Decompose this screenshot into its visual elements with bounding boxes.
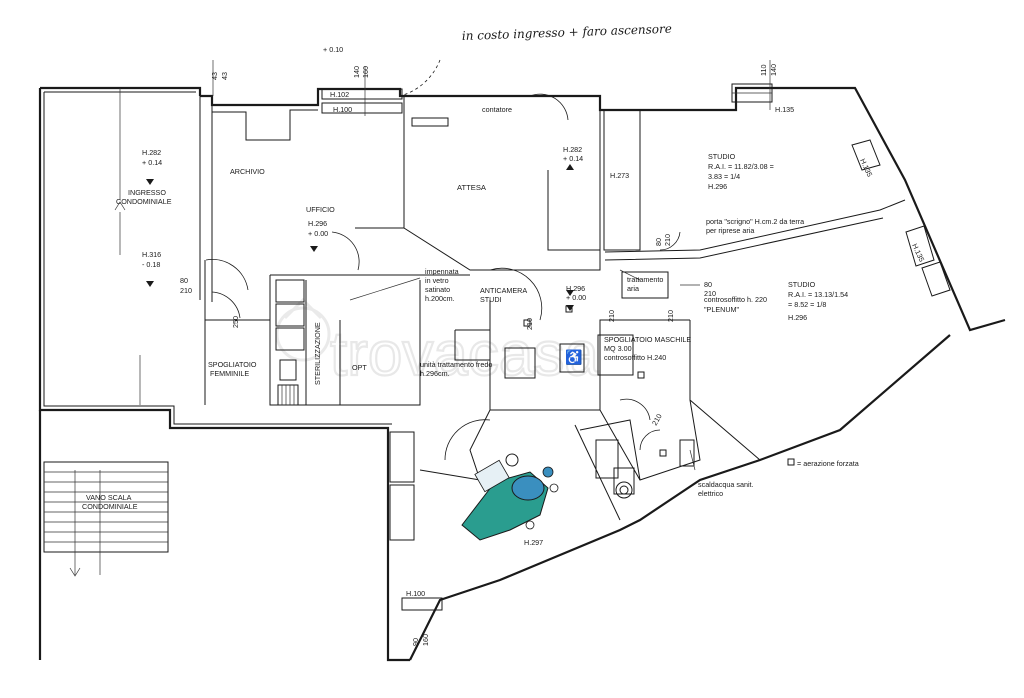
anticamera-name-2: STUDI [480, 295, 502, 304]
studio1-ratio: 3.83 = 1/4 [708, 172, 740, 181]
vano-scala-1: VANO SCALA [86, 493, 132, 502]
h273-label: H.273 [610, 171, 629, 180]
impennata-3: satinato [425, 285, 450, 294]
impennata-1: impennata [425, 267, 459, 276]
door-210-c: 210 [666, 310, 675, 322]
doors [205, 59, 681, 461]
anticamera-name-1: ANTICAMERA [480, 286, 527, 295]
dim-140: 140 [352, 66, 361, 78]
plenum-2: "PLENUM" [704, 305, 740, 314]
scaldacqua-1: scaldacqua sanit. [698, 480, 754, 489]
window-height-right-diag2: H.135 [910, 242, 926, 263]
dim-43a: 43 [210, 72, 219, 80]
ventilation-markers [146, 164, 795, 466]
studio-chair-height: H.297 [524, 538, 543, 547]
watermark: trovacasa [275, 297, 600, 390]
ufficio-height: H.296 [308, 219, 327, 228]
studio1-rai: R.A.I. = 11.82/3.08 = [708, 162, 774, 171]
dimension-lines [139, 60, 771, 471]
door-80-210-right-a: 80 [704, 280, 712, 289]
dim-160b: 160 [421, 634, 430, 646]
anticamera-level: + 0.00 [566, 293, 586, 302]
stair [43, 88, 169, 577]
studio2-name: STUDIO [788, 280, 816, 289]
door-80-210-mid-b: 210 [663, 234, 672, 246]
vano-scala-2: CONDOMINIALE [82, 502, 138, 511]
door-80-210-left-a: 80 [180, 276, 188, 285]
trattamento-1: trattamento [627, 275, 663, 284]
dental-chair [461, 453, 559, 541]
anticamera-height: H.296 [566, 284, 585, 293]
porta-scrigno-2: per riprese aria [706, 226, 754, 235]
ingresso-name-1: INGRESSO [128, 188, 166, 197]
handwritten-note: in costo ingresso + faro ascensore [462, 22, 672, 43]
archivio-name: ARCHIVIO [230, 167, 265, 176]
porta-scrigno-1: porta "scrigno" H.cm.2 da terra [706, 217, 804, 226]
ufficio-level: + 0.00 [308, 229, 328, 238]
spogliatoio-f-name-1: SPOGLIATOIO [208, 360, 257, 369]
studio2-height: H.296 [788, 313, 807, 322]
opt-name: OPT [352, 363, 367, 372]
svg-text:♿: ♿ [565, 349, 582, 366]
studio2-rai: R.A.I. = 13.13/1.54 [788, 290, 848, 299]
door-250: 250 [231, 316, 240, 328]
dim-43b: 43 [220, 72, 229, 80]
spogliatoio-m-name: SPOGLIATOIO MASCHILE [604, 335, 691, 344]
window-height-bottom: H.100 [406, 589, 425, 598]
plenum-1: controsoffitto h. 220 [704, 295, 767, 304]
studio1-height: H.296 [708, 182, 727, 191]
ingresso-lower-level: - 0.18 [142, 260, 160, 269]
partitions [204, 96, 906, 521]
attesa-level: + 0.14 [563, 154, 583, 163]
attesa-name: ATTESA [457, 183, 487, 192]
contatore-label: contatore [482, 105, 512, 114]
level-top: + 0.10 [323, 45, 343, 54]
watermark-text: trovacasa [330, 320, 599, 389]
legend-aerazione: = aerazione forzata [797, 459, 859, 468]
door-210-b: 210 [607, 310, 616, 322]
window-height-top-left: H.102 [330, 90, 349, 99]
door-80-210-right-b: 210 [704, 289, 716, 298]
spogliatoio-m-mq: MQ 3.00 [604, 344, 632, 353]
door-210-a: 210 [525, 318, 534, 330]
outer-walls [38, 86, 1006, 662]
dim-140b: 140 [769, 64, 778, 76]
ingresso-name-2: CONDOMINIALE [116, 197, 172, 206]
unita-1: unità trattamento fredo [420, 360, 492, 369]
window-height-top-left2: H.100 [333, 105, 352, 114]
spogliatoio-f-name-2: FEMMINILE [210, 369, 249, 378]
impennata-2: in vetro [425, 276, 449, 285]
unita-2: h.296cm. [420, 369, 450, 378]
spogliatoio-m-contro: controsoffitto H.240 [604, 353, 666, 362]
window-height-top-right: H.135 [775, 105, 794, 114]
ingresso-lower-height: H.316 [142, 250, 161, 259]
studio2-ratio: = 8.52 = 1/8 [788, 300, 826, 309]
dim-160: 160 [361, 66, 370, 78]
attesa-height: H.282 [563, 145, 582, 154]
dim-110: 110 [759, 65, 768, 76]
scaldacqua-2: elettrico [698, 489, 723, 498]
ingresso-height: H.282 [142, 148, 161, 157]
door-80-210-mid-a: 80 [654, 238, 663, 246]
door-80-210-left-b: 210 [180, 286, 192, 295]
impennata-4: h.200cm. [425, 294, 455, 303]
ufficio-name: UFFICIO [306, 205, 335, 214]
trattamento-2: aria [627, 284, 639, 293]
windows [321, 83, 951, 611]
equipment: ♿ [275, 271, 695, 499]
door-210-d: 210 [650, 412, 664, 427]
studio1-name: STUDIO [708, 152, 736, 161]
ingresso-level: + 0.14 [142, 158, 162, 167]
dim-90: 90 [411, 638, 420, 646]
sterilizzazione-name: STERILIZZAZIONE [313, 322, 322, 385]
